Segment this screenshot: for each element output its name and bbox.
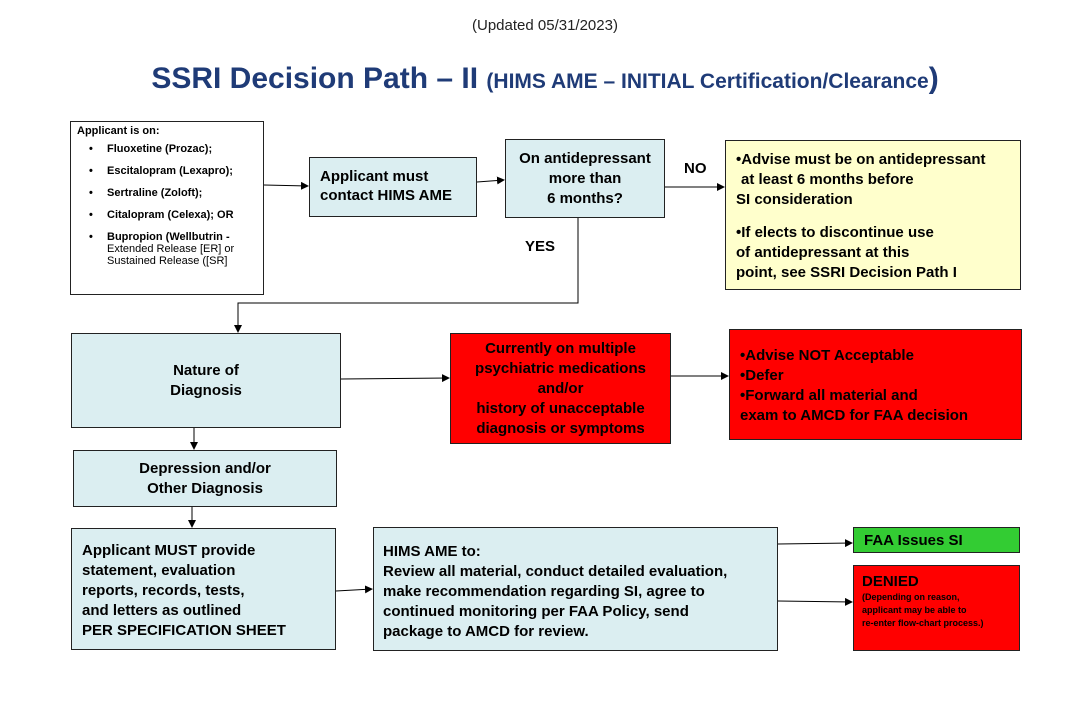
medication-item: Sertraline (Zoloft); bbox=[89, 187, 257, 199]
not-acceptable-line: exam to AMCD for FAA decision bbox=[740, 407, 969, 424]
multiple-medications-box: Currently on multiple psychiatric medica… bbox=[450, 333, 671, 444]
multiple-line: psychiatric medications bbox=[475, 359, 646, 377]
hims-line: continued monitoring per FAA Policy, sen… bbox=[383, 603, 689, 620]
applicant-heading: Applicant is on: bbox=[77, 125, 160, 137]
arrow-hims-to-faa bbox=[777, 539, 853, 548]
hims-line: make recommendation regarding SI, agree … bbox=[383, 583, 705, 600]
medication-item: Bupropion (Wellbutrin - bbox=[107, 231, 230, 243]
antidepressant-question-box: On antidepressant more than 6 months? bbox=[505, 139, 665, 218]
updated-date: (Updated 05/31/2023) bbox=[472, 17, 618, 34]
hims-line: package to AMCD for review. bbox=[383, 623, 589, 640]
advise-line: point, see SSRI Decision Path I bbox=[736, 264, 957, 281]
question-line: 6 months? bbox=[547, 189, 623, 207]
denied-heading: DENIED bbox=[862, 573, 919, 590]
not-acceptable-line: •Defer bbox=[740, 367, 784, 384]
multiple-line: and/or bbox=[537, 379, 584, 397]
contact-hims-box: Applicant must contact HIMS AME bbox=[309, 157, 477, 217]
denied-note-line: re-enter flow-chart process.) bbox=[862, 618, 984, 628]
multiple-line: diagnosis or symptoms bbox=[476, 419, 645, 437]
not-acceptable-line: •Forward all material and bbox=[740, 387, 918, 404]
advise-six-months-box: •Advise must be on antidepressant at lea… bbox=[725, 140, 1021, 290]
advise-line: of antidepressant at this bbox=[736, 244, 910, 261]
hims-line: HIMS AME to: bbox=[383, 543, 481, 560]
depression-diagnosis-box: Depression and/or Other Diagnosis bbox=[73, 450, 337, 507]
yes-label: YES bbox=[525, 238, 556, 255]
arrow-contact-to-question bbox=[476, 176, 505, 185]
bupropion-detail: Extended Release [ER] or bbox=[107, 243, 235, 255]
provide-line: Applicant MUST provide bbox=[82, 542, 256, 559]
medication-list: Fluoxetine (Prozac); Escitalopram (Lexap… bbox=[77, 143, 257, 267]
nature-line: Diagnosis bbox=[170, 381, 242, 399]
applicant-provide-box: Applicant MUST provide statement, evalua… bbox=[71, 528, 336, 650]
advise-line: •Advise must be on antidepressant bbox=[736, 151, 986, 168]
applicant-medications-box: Applicant is on: Fluoxetine (Prozac); Es… bbox=[70, 121, 264, 295]
provide-line: PER SPECIFICATION SHEET bbox=[82, 622, 286, 639]
contact-line: Applicant must bbox=[320, 168, 429, 185]
arrow-hims-to-denied bbox=[777, 597, 853, 606]
title-subtitle: (HIMS AME – INITIAL Certification/Cleara… bbox=[486, 70, 929, 93]
faa-issues-label: FAA Issues SI bbox=[864, 532, 963, 549]
arrow-applicant-to-contact bbox=[263, 181, 309, 190]
arrow-provide-to-hims bbox=[335, 585, 373, 594]
provide-line: and letters as outlined bbox=[82, 602, 242, 619]
advise-line: SI consideration bbox=[736, 191, 853, 208]
arrow-question-to-nature bbox=[234, 218, 579, 333]
arrow-nature-to-multiple bbox=[340, 374, 450, 383]
bupropion-detail: Sustained Release ([SR] bbox=[107, 255, 228, 267]
title-close-paren: ) bbox=[928, 62, 939, 95]
advise-line: •If elects to discontinue use bbox=[736, 224, 934, 241]
advise-line: at least 6 months before bbox=[741, 171, 914, 188]
provide-line: reports, records, tests, bbox=[82, 582, 245, 599]
not-acceptable-box: •Advise NOT Acceptable •Defer •Forward a… bbox=[729, 329, 1022, 440]
denied-box: DENIED (Depending on reason, applicant m… bbox=[853, 565, 1020, 651]
multiple-line: history of unacceptable bbox=[476, 399, 645, 417]
medication-item: Citalopram (Celexa); OR bbox=[89, 209, 257, 221]
not-acceptable-line: •Advise NOT Acceptable bbox=[740, 347, 914, 364]
hims-line: Review all material, conduct detailed ev… bbox=[383, 563, 728, 580]
nature-line: Nature of bbox=[173, 361, 239, 379]
no-label: NO bbox=[684, 160, 707, 177]
denied-note-line: (Depending on reason, bbox=[862, 592, 960, 602]
medication-item: Escitalopram (Lexapro); bbox=[89, 165, 257, 177]
denied-note-line: applicant may be able to bbox=[862, 605, 967, 615]
page-title: SSRI Decision Path – II (HIMS AME – INIT… bbox=[0, 62, 1090, 96]
medication-item-bupropion: Bupropion (Wellbutrin - Extended Release… bbox=[89, 231, 257, 267]
nature-of-diagnosis-box: Nature of Diagnosis bbox=[71, 333, 341, 428]
question-line: more than bbox=[548, 169, 622, 187]
title-main: SSRI Decision Path – II bbox=[151, 62, 487, 95]
medication-item: Fluoxetine (Prozac); bbox=[89, 143, 257, 155]
depression-line: Depression and/or bbox=[139, 459, 271, 477]
contact-line: contact HIMS AME bbox=[320, 187, 452, 204]
multiple-line: Currently on multiple bbox=[485, 339, 636, 357]
depression-line: Other Diagnosis bbox=[147, 479, 263, 497]
question-line: On antidepressant bbox=[519, 149, 651, 167]
provide-line: statement, evaluation bbox=[82, 562, 236, 579]
faa-issues-si-box: FAA Issues SI bbox=[853, 527, 1020, 553]
hims-ame-review-box: HIMS AME to: Review all material, conduc… bbox=[373, 527, 778, 651]
